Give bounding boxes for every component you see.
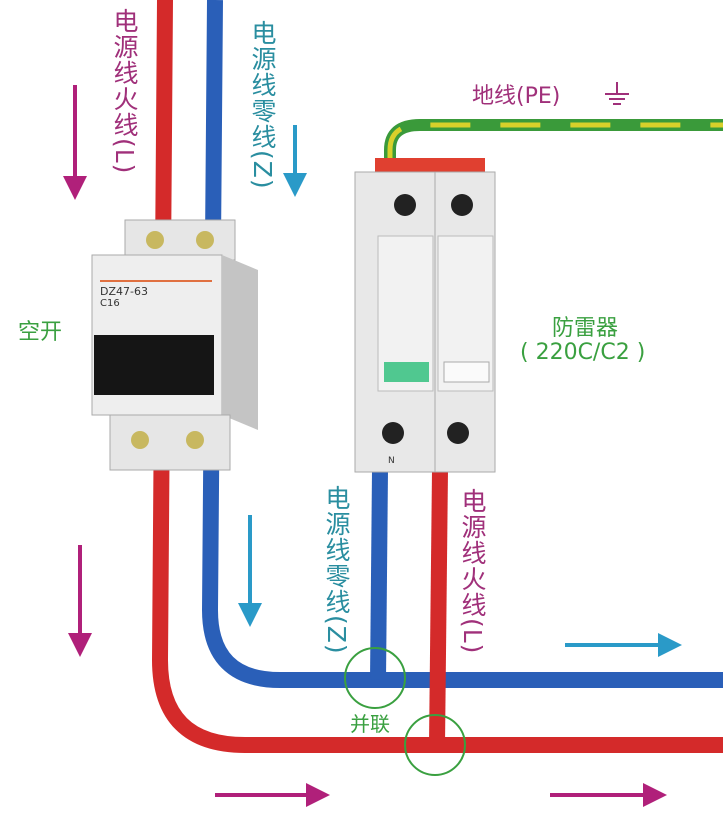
breaker-model: DZ47-63 bbox=[100, 285, 148, 298]
label-spd: 防雷器 bbox=[552, 316, 619, 341]
spd-live-wire bbox=[429, 469, 448, 746]
surge-protector bbox=[354, 158, 496, 473]
label-spd-model: ( 220C/C2 ) bbox=[520, 340, 646, 365]
breaker-rating: C16 bbox=[100, 298, 120, 309]
spd-terminal-n: N bbox=[388, 456, 395, 466]
label-ground: 地线(PE) bbox=[472, 84, 561, 109]
label-live-top: 电源线火线(L) bbox=[110, 8, 139, 175]
parallel-circle-neutral bbox=[344, 647, 406, 709]
ground-symbol-icon bbox=[605, 82, 629, 105]
spd-neutral-wire bbox=[370, 469, 388, 681]
live-wire bbox=[151, 0, 723, 753]
circuit-breaker bbox=[91, 219, 258, 471]
label-live-bottom: 电源线火线(L) bbox=[458, 488, 487, 655]
label-neutral-bottom: 电源线零线(Z) bbox=[322, 485, 351, 655]
label-neutral-top: 电源线零线(Z) bbox=[248, 20, 277, 190]
parallel-circle-live bbox=[404, 714, 466, 776]
label-breaker: 空开 bbox=[18, 320, 63, 345]
neutral-wire bbox=[201, 0, 723, 688]
label-parallel: 并联 bbox=[350, 712, 390, 736]
